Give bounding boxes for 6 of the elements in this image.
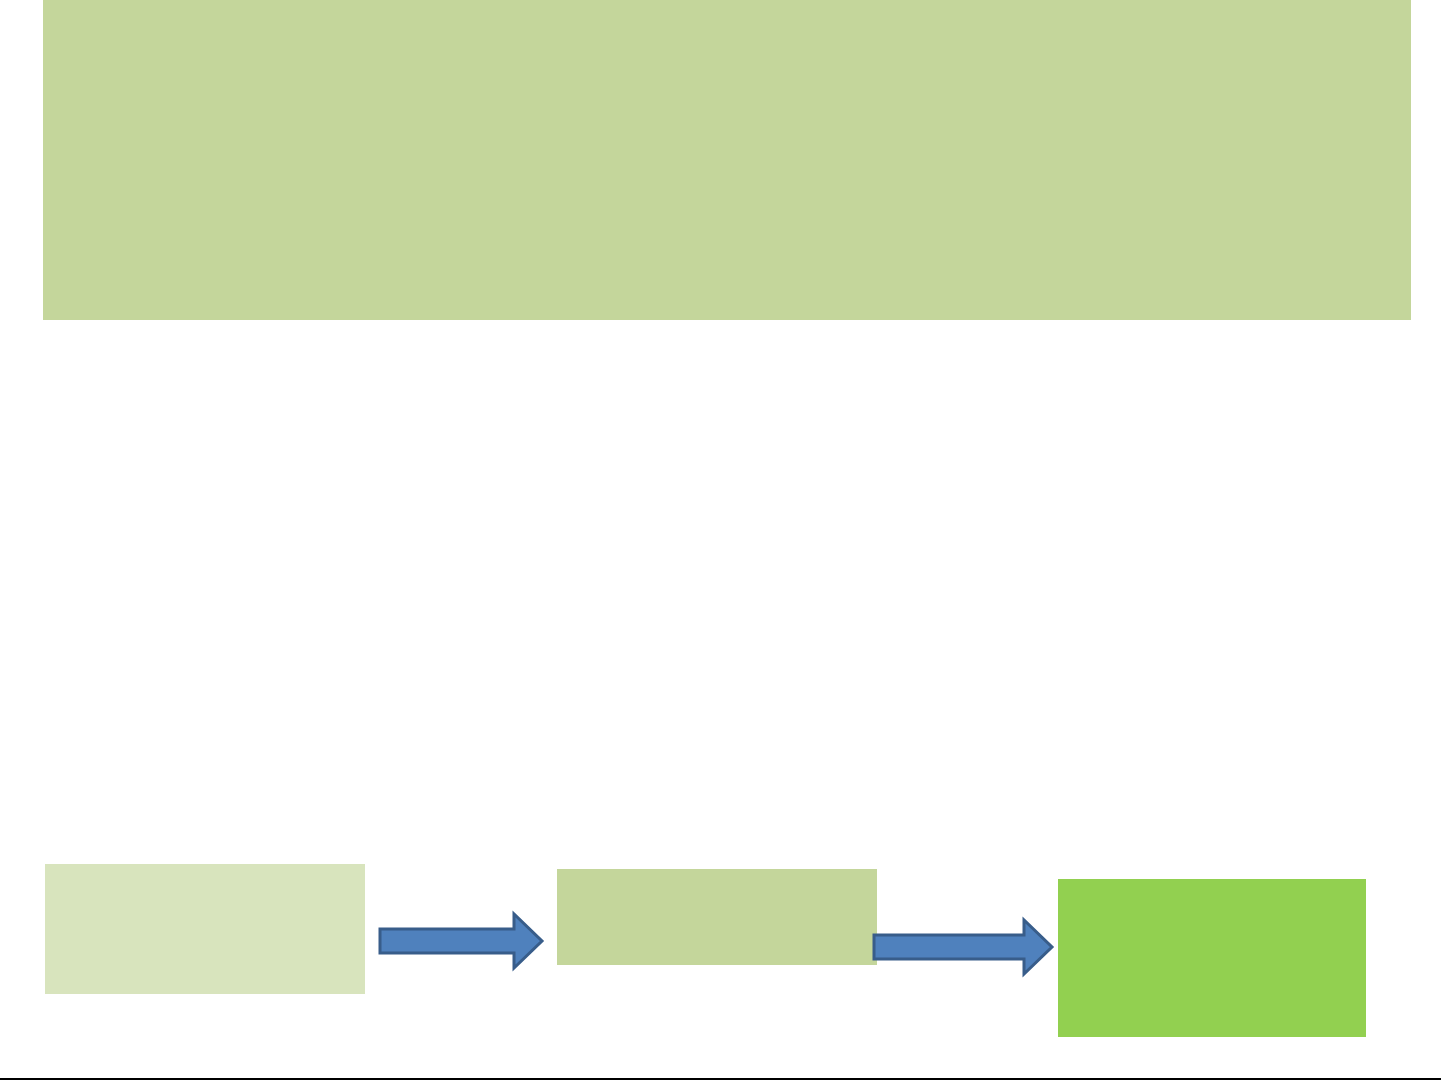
rectangle-box: [557, 869, 877, 965]
block-arrow: [378, 910, 545, 972]
rectangle-box: [45, 864, 365, 994]
rectangle-box: [1058, 879, 1366, 1037]
block-arrow: [872, 916, 1055, 978]
rectangle-box: [43, 0, 1411, 320]
